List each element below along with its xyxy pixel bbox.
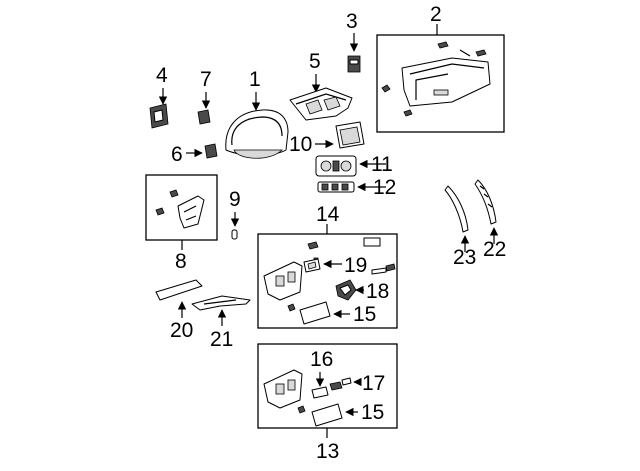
part-17-switch — [329, 377, 362, 391]
callout-9: 9 — [229, 188, 241, 211]
callout-11: 11 — [371, 153, 393, 176]
part-1-cluster-hood — [225, 92, 289, 159]
part-6-bracket — [186, 143, 218, 159]
callout-16: 16 — [310, 348, 333, 371]
callout-10: 10 — [289, 133, 312, 156]
callout-20: 20 — [170, 319, 193, 342]
callout-21: 21 — [210, 328, 233, 351]
part-18-bracket — [335, 279, 364, 301]
part-3-clip — [347, 33, 361, 73]
part-19-switch — [303, 258, 342, 273]
callout-7: 7 — [200, 68, 212, 91]
callout-1: 1 — [249, 68, 261, 91]
callout-18: 18 — [366, 280, 389, 303]
part-16-switch — [311, 372, 329, 399]
part-13-lower-panel — [263, 369, 306, 414]
callout-3: 3 — [346, 10, 358, 33]
callout-23: 23 — [453, 246, 476, 269]
part-23-pillar-trim — [444, 185, 470, 252]
callout-6: 6 — [171, 143, 183, 166]
callout-14: 14 — [316, 203, 340, 226]
callout-15-a: 15 — [353, 303, 376, 326]
callout-19: 19 — [344, 254, 367, 277]
part-15-cover-b — [311, 403, 358, 427]
part-7-clip — [197, 92, 211, 125]
part-8-bracket — [155, 189, 205, 229]
part-2-glove-box — [381, 41, 491, 117]
part-5-center-bezel — [289, 74, 353, 121]
part-20-trim-panel — [155, 279, 203, 318]
callout-2: 2 — [430, 3, 442, 26]
callout-17: 17 — [362, 372, 385, 395]
part-22-pillar-trim — [474, 179, 499, 244]
callout-4: 4 — [156, 64, 168, 87]
callout-5: 5 — [309, 50, 321, 73]
part-15-cover-a — [299, 301, 350, 325]
part-10-display — [315, 121, 365, 149]
callout-22: 22 — [483, 238, 506, 261]
part-4-side-vent — [149, 88, 169, 129]
part-9-pin — [230, 212, 240, 240]
callout-12: 12 — [373, 176, 396, 199]
callout-box-2 — [376, 34, 505, 133]
part-14-lower-panel — [263, 237, 396, 312]
part-11-climate-control — [315, 155, 386, 177]
callout-15-b: 15 — [361, 401, 384, 424]
part-12-switch-panel — [317, 181, 386, 193]
part-21-lower-trim — [191, 295, 251, 326]
callout-8: 8 — [175, 250, 187, 273]
callout-13: 13 — [316, 440, 339, 463]
